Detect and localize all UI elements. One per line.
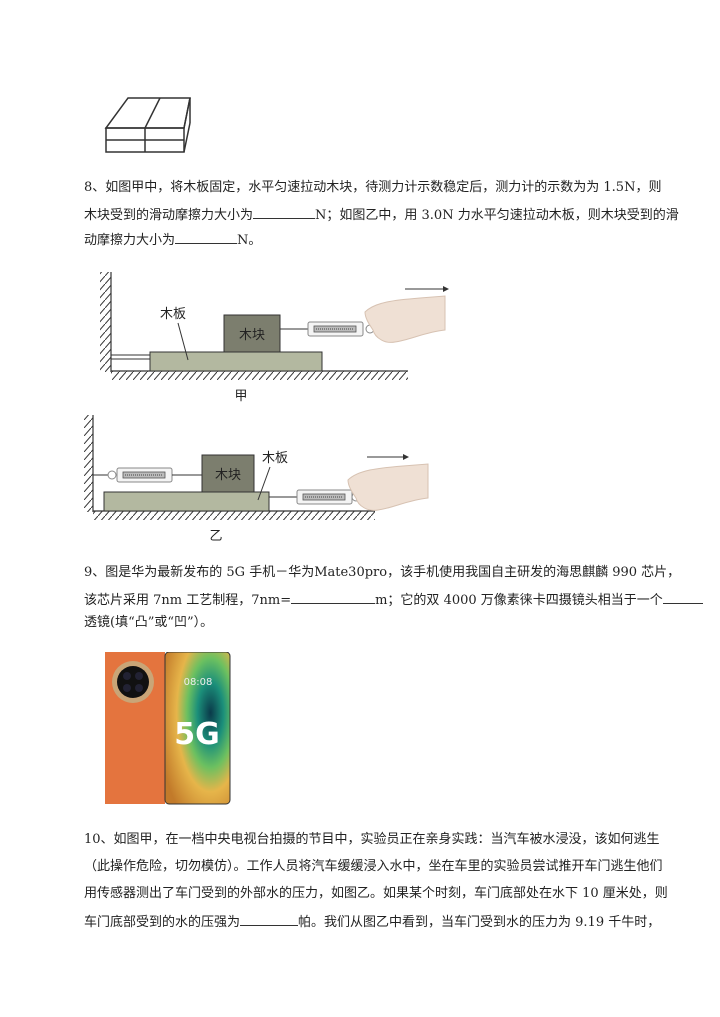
q8-text: 动摩擦力大小为 — [84, 233, 176, 248]
caption-yi: 乙 — [209, 529, 222, 544]
huawei-phone-image: 08:08 5G — [105, 652, 231, 805]
q9-answer-blank-1[interactable] — [291, 590, 376, 604]
q10-text: 车门底部受到的水的压强为 — [84, 915, 241, 930]
box-figure — [104, 97, 191, 153]
q10-line-2: （此操作危险，切勿模仿）。工作人员将汽车缓缓浸入水中，坐在车里的实验员尝试推开车… — [84, 859, 663, 874]
q9-line-2: 该芯片采用 7nm 工艺制程，7nm= m；它的双 4000 万像素徕卡四摄镜头相… — [84, 590, 703, 610]
board-label: 木板 — [262, 451, 288, 466]
q8-line-1: 8、如图甲中，将木板固定，水平匀速拉动木块，待测力计示数稳定后，测力计的示数为为… — [84, 180, 662, 195]
q9-text: m；它的双 4000 万像素徕卡四摄镜头相当于一个 — [375, 593, 663, 608]
q8-text: N。 — [237, 233, 262, 248]
q9-answer-blank-2[interactable] — [662, 590, 703, 604]
phone-5g-badge: 5G — [174, 717, 220, 752]
q8-text: N；如图乙中，用 3.0N 力水平匀速拉动木板，则木块受到的滑 — [315, 208, 679, 223]
block-label: 木块 — [215, 468, 241, 483]
q10-line-3: 用传感器测出了车门受到的外部水的压力，如图乙。如果某个时刻，车门底部处在水下 1… — [84, 886, 668, 901]
q8-line-3: 动摩擦力大小为 N。 — [84, 230, 694, 250]
q8-line-2: 木块受到的滑动摩擦力大小为 N；如图乙中，用 3.0N 力水平匀速拉动木板，则木块… — [84, 205, 694, 225]
q10-answer-blank[interactable] — [240, 912, 299, 926]
q8-answer-blank-1[interactable] — [253, 205, 316, 219]
q9-text: 该芯片采用 7nm 工艺制程，7nm= — [84, 593, 292, 608]
diagram-jia: 木块 木板 甲 — [100, 272, 449, 404]
q9-line-3: 透镜(填“凸”或“凹”）。 — [84, 615, 214, 630]
q10-line-1: 10、如图甲，在一档中央电视台拍摄的节目中，实验员正在亲身实践：当汽车被水浸没，… — [84, 832, 660, 847]
q10-line-4: 车门底部受到的水的压强为 帕。我们从图乙中看到，当车门受到水的压力为 9.19 千… — [84, 912, 694, 932]
q10-text: 帕。我们从图乙中看到，当车门受到水的压力为 9.19 千牛时， — [298, 915, 661, 930]
q8-answer-blank-2[interactable] — [175, 230, 238, 244]
diagram-yi: 木块 木板 乙 — [84, 415, 429, 544]
friction-experiment-figure: 木块 木板 甲 木块 木板 乙 — [84, 272, 449, 544]
caption-jia: 甲 — [234, 389, 247, 404]
block-label: 木块 — [239, 328, 265, 343]
q8-text: 木块受到的滑动摩擦力大小为 — [84, 208, 254, 223]
phone-clock: 08:08 — [184, 677, 213, 688]
q9-line-1: 9、图是华为最新发布的 5G 手机－华为Mate30pro，该手机使用我国自主研… — [84, 565, 681, 580]
board-label: 木板 — [160, 307, 186, 322]
